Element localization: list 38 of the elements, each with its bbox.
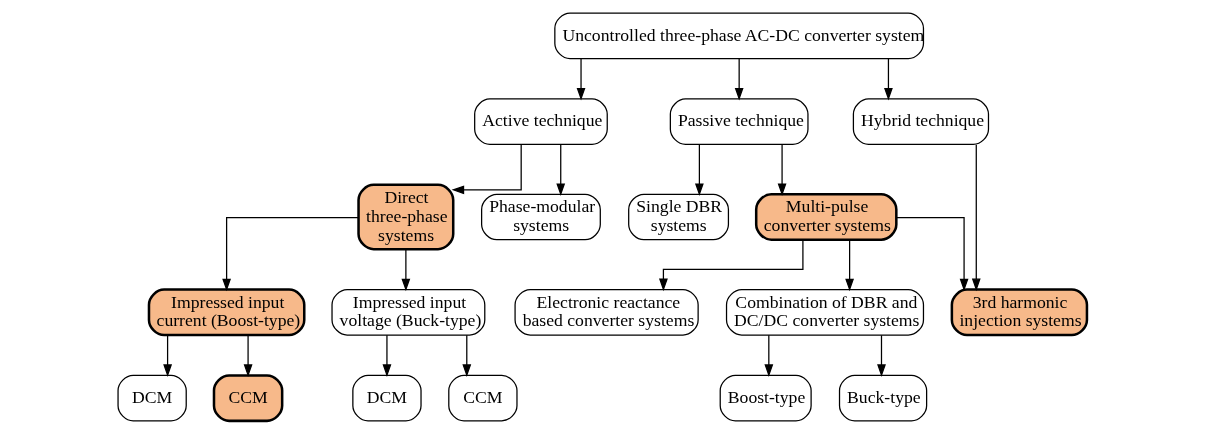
node-box: Impressed input voltage (Buck-type) [331,288,486,336]
arrow [382,334,392,377]
node-box: Boost-type [719,374,812,422]
arrow [971,144,981,292]
arrow [884,58,893,101]
node-box: 3rd harmonic injection systems [950,288,1089,337]
arrow [895,217,969,292]
node-box: CCM [448,374,518,422]
arrow [163,334,172,377]
arrow [462,334,472,377]
arrow [877,334,886,377]
node-box: Hybrid technique [852,98,990,146]
arrow [451,144,522,195]
node-box: Impressed input current (Boost-type) [147,288,306,337]
node-box: Uncontrolled three-phase AC-DC converter system [554,12,925,60]
node-box: DCM [117,374,187,422]
node-box: Active technique [474,98,608,146]
node-box: Passive technique [669,98,809,146]
arrow [659,239,804,292]
node-box: Direct three-phase systems [357,183,455,251]
node-box: DCM [352,374,422,422]
arrow [556,144,566,197]
node-box: Single DBR systems [628,193,730,241]
arrow [777,144,787,197]
node-box: CCM [212,374,284,423]
arrow [764,334,774,377]
arrow [401,248,411,292]
arrow [243,334,253,377]
node-box: Electronic reactance based converter systems [514,288,699,336]
arrow [734,58,744,101]
node-box: Buck-type [838,374,928,422]
node-box: Phase-modular systems [481,193,601,241]
node-box: Multi-pulse converter systems [754,193,898,241]
node-box: Combination of DBR and DC/DC converter systems [725,288,925,336]
arrow [222,217,359,292]
arrow [694,144,704,197]
arrow [845,239,855,292]
arrow [576,58,586,101]
